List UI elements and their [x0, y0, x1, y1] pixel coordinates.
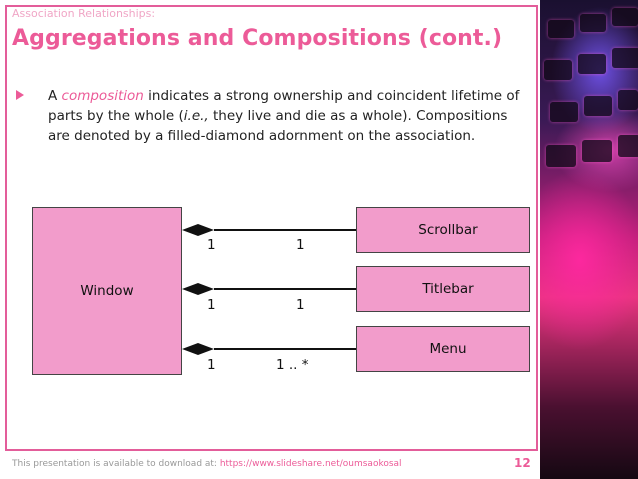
decorative-keyboard-photo — [540, 0, 638, 479]
multiplicity-whole: 1 — [207, 237, 216, 253]
filled-diamond-icon — [182, 224, 214, 236]
slide-subtitle: Association Relationships: — [12, 7, 156, 20]
bullet-text-part: indicates a strong ownership and coincid… — [48, 88, 520, 124]
bullet-italic: i.e., — [183, 108, 209, 124]
class-label: Menu — [429, 341, 467, 357]
bullet-emphasis: composition — [61, 88, 144, 104]
footer-text: This presentation is available to downlo… — [12, 459, 220, 469]
slide-title: Aggregations and Compositions (cont.) — [12, 26, 503, 51]
class-label: Window — [80, 283, 134, 299]
bullet-text-part: they live and die as a whole). Compositi… — [48, 108, 508, 144]
bullet-text-part: A — [48, 88, 62, 104]
class-box-window: Window — [32, 207, 182, 375]
footer-link[interactable]: https://www.slideshare.net/oumsaokosal — [219, 459, 402, 469]
class-box-menu: Menu — [356, 326, 530, 372]
bullet-text: A composition indicates a strong ownersh… — [48, 86, 528, 146]
class-box-titlebar: Titlebar — [356, 266, 530, 312]
class-box-scrollbar: Scrollbar — [356, 207, 530, 253]
multiplicity-whole: 1 — [207, 357, 216, 373]
filled-diamond-icon — [182, 283, 214, 295]
bullet-arrow-icon — [16, 90, 24, 100]
multiplicity-part: 1 .. * — [276, 357, 309, 373]
multiplicity-whole: 1 — [207, 297, 216, 313]
page-number: 12 — [514, 456, 531, 470]
footer-note: This presentation is available to downlo… — [12, 459, 402, 469]
filled-diamond-icon — [182, 343, 214, 355]
multiplicity-part: 1 — [296, 297, 305, 313]
class-label: Scrollbar — [418, 222, 478, 238]
class-label: Titlebar — [422, 281, 474, 297]
multiplicity-part: 1 — [296, 237, 305, 253]
